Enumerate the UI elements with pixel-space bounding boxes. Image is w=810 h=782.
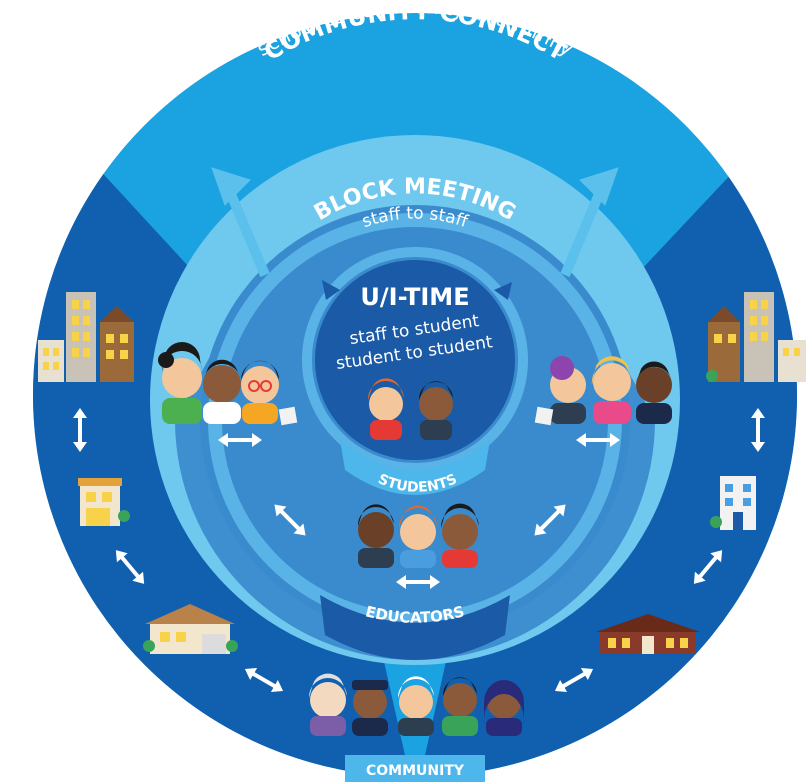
community-badge-label: COMMUNITY [366,763,465,779]
house-icon [143,604,238,654]
outward-arrows [211,167,619,277]
community-badge [345,755,485,782]
students-pair-icon [367,378,453,440]
educators-group-left-icon [158,342,298,426]
apartment-building-icon [710,476,756,530]
school-building-icon [596,614,700,654]
educators-badge [320,595,510,660]
educators-trio-icon [357,503,479,568]
community-people-icon [308,673,524,736]
core-arrows [322,280,512,300]
office-building-icon [706,292,806,382]
core-ui-time [315,260,515,460]
city-buildings-icon [38,292,134,382]
students-badge [340,440,490,495]
core-ring [302,247,528,473]
educators-group-right-icon [534,356,672,426]
shop-icon [78,478,130,526]
ui-time-title: U/I-TIME [360,283,469,311]
